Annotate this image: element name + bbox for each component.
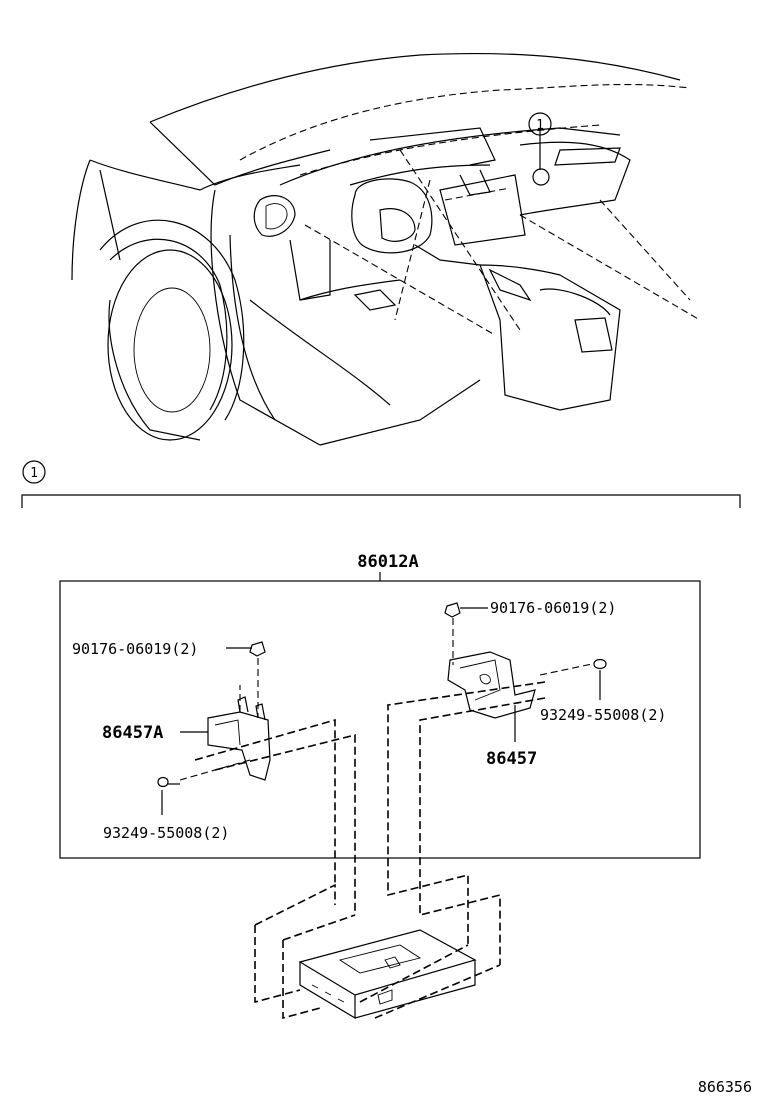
part-label-nut-left: 90176-06019(2) [72,640,198,658]
right-bracket-group [387,602,607,965]
part-label-bracket-left: 86457A [102,723,163,743]
section-number: 1 [30,466,38,481]
assembly-box [59,580,701,859]
section-bracket [21,494,741,508]
left-bracket-group [157,641,356,915]
control-unit [298,929,477,1020]
section-marker: 1 [22,460,46,484]
part-label-screw-right: 93249-55008(2) [540,706,666,724]
callout-number: 1 [536,118,544,133]
assembly-part-number: 86012A [357,552,418,572]
part-label-nut-right: 90176-06019(2) [490,599,616,617]
part-label-screw-left: 93249-55008(2) [103,824,229,842]
callout-bubble: 1 [528,112,552,136]
vehicle-interior-illustration [71,52,701,446]
mounting-frames [254,883,501,1020]
part-label-bracket-right: 86457 [486,749,537,769]
diagram-id: 866356 [698,1078,752,1096]
